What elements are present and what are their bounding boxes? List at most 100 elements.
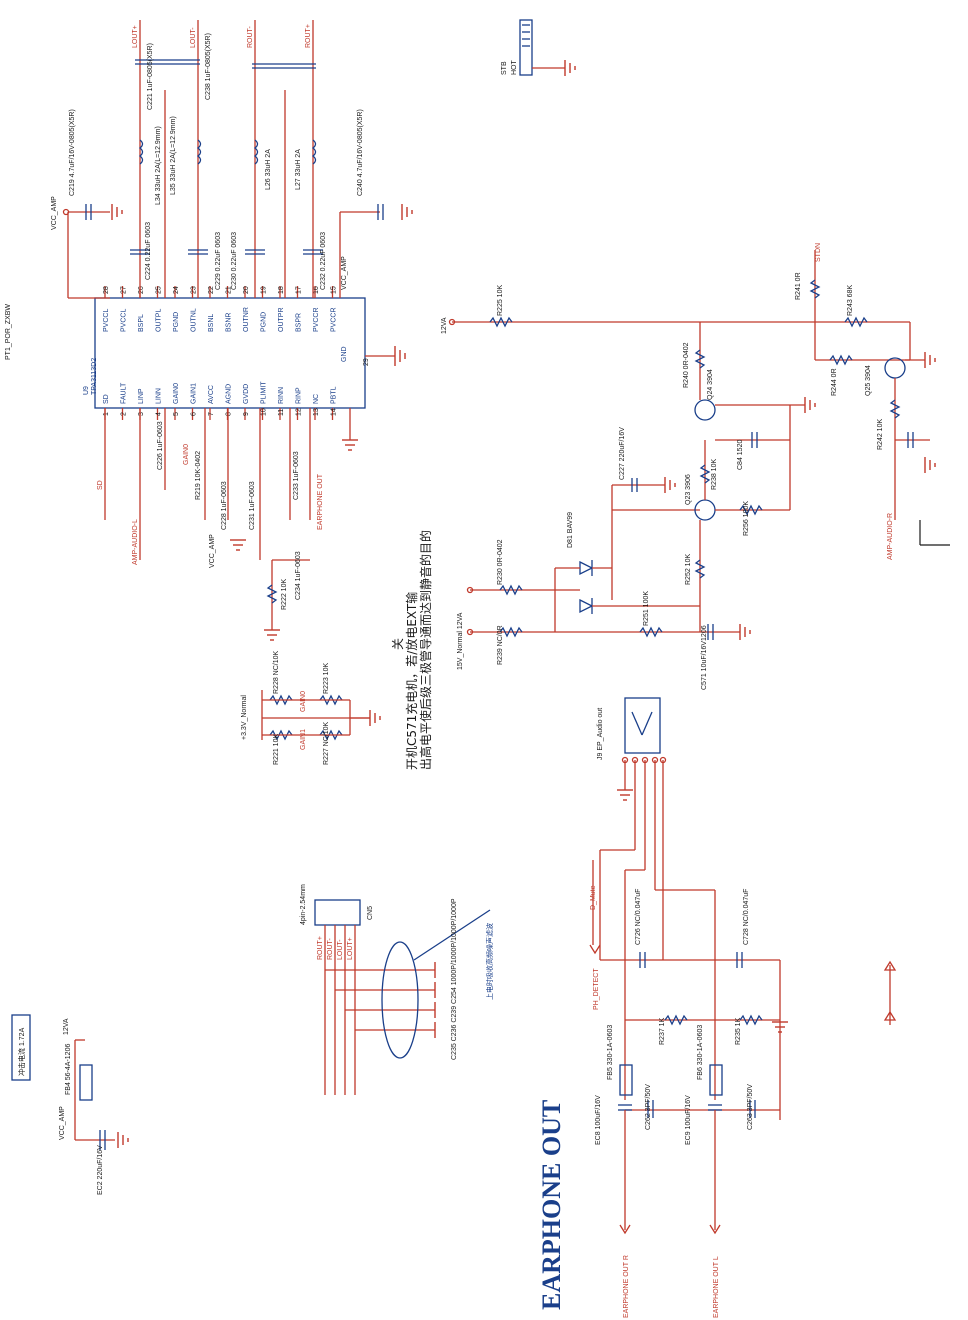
resistor-r240	[694, 349, 706, 369]
ic-gnd-pin: GND	[341, 346, 348, 362]
ic-ref: U9	[83, 386, 90, 395]
ground-icon	[117, 1132, 129, 1148]
ic-pin-name: OUTPR	[278, 308, 285, 333]
ground-icon	[342, 439, 358, 451]
c84-label: C84 1520	[737, 440, 744, 470]
cn5-ref: CN5	[367, 906, 374, 920]
vcc-amp-label: VCC_AMP	[51, 196, 58, 230]
input-coupling-network: SD AMP-AUDIO-L GAIN0 R219 10K-0402 VCC_A…	[97, 408, 358, 641]
fb5-label: FB5 330-1A-0603	[607, 1025, 614, 1080]
output-filter-network: LOUT+ LOUT- ROUT- ROUT+ C221 1uF-0805(X5…	[130, 20, 327, 298]
amp-audio-r-net: AMP-AUDIO-R	[887, 432, 950, 560]
c228-label: C228 1uF-0603	[221, 481, 228, 530]
c234-label: C234 1uF-0603	[295, 551, 302, 600]
stb-label: STB	[501, 61, 508, 75]
c230-label: C230 0.22uF 0603	[231, 232, 238, 290]
vcc12-box-label: 12VA	[63, 1018, 70, 1035]
r228-label: R228 NC/10K	[273, 650, 280, 694]
resistor-r230	[499, 584, 523, 596]
inductor-l35	[196, 139, 202, 165]
earphone-output-filters: C726 NC/0.047uF C728 NC/0.047uF R237 1K …	[589, 860, 897, 1318]
vcc-amp-top-net: VCC_AMP C219 4.7uF/16V-0805(X5R)	[51, 109, 123, 299]
ic-pin-name: BSPL	[138, 314, 145, 332]
r240-label: R240 0R-0402	[683, 342, 690, 388]
ep-outr-net: EARPHONE OUT R	[623, 1255, 630, 1318]
ic-pin-num: 4	[156, 412, 163, 416]
ic-pin-num: 26	[138, 286, 145, 294]
ic-pin-name: NC	[313, 394, 320, 404]
ic-pin-name: FAULT	[121, 382, 128, 404]
ic-pin-num: 14	[331, 408, 338, 416]
ic-left-pins: 1SD2FAULT3LINP4LINN5GAIN06GAIN17AVCC8AGN…	[103, 381, 338, 420]
resistor-r242	[889, 399, 901, 419]
ic-pin-name: LINP	[138, 388, 145, 404]
ic-pin-name: PGND	[173, 312, 180, 332]
ec9-label: EC9 100uF/16V	[685, 1095, 692, 1145]
r252-label: R252 10K	[685, 554, 692, 585]
r221-label: R221 10K	[273, 734, 280, 765]
c219-label: C219 4.7uF/16V-0805(X5R)	[69, 109, 76, 196]
ic-body	[94, 297, 366, 409]
note-line-1: 关	[391, 638, 405, 650]
gain0-pin-net: GAIN0	[183, 444, 190, 465]
ic-pin-name: BSNL	[208, 314, 215, 332]
ic-pin-name: GAIN1	[191, 383, 198, 404]
c224-label: C224 0.22uF 0603	[145, 222, 152, 280]
ic-pin-num: 19	[261, 286, 268, 294]
ic-pin-num: 8	[226, 412, 233, 416]
ic-pin-name: RINN	[278, 387, 285, 404]
ic-pin-name: PVCCL	[121, 309, 128, 332]
resistor-r227	[319, 729, 343, 741]
ic-pin-num: 18	[278, 286, 285, 294]
resistor-r239b	[499, 626, 523, 638]
ic-pin-name: RINP	[296, 387, 303, 404]
ground-icon	[564, 60, 576, 76]
ic-pin-name: GVDD	[243, 384, 250, 404]
fb6-label: FB6 330-1A-0603	[697, 1025, 704, 1080]
normal-12v-label: 15V_Normal 12VA	[457, 612, 464, 670]
ic-pin-num: 16	[313, 286, 320, 294]
ic-right-pins: 28PVCCL27PVCCL26BSPL25OUTPL24PGND23OUTNL…	[103, 286, 338, 332]
ic-pin-num: 6	[191, 412, 198, 416]
ic-pin-num: 23	[191, 286, 198, 294]
net-rout-p: ROUT+	[305, 24, 312, 48]
r227-label: R227 NC/10K	[323, 721, 330, 765]
inductor-l26	[253, 139, 259, 165]
r223-label: R223 10K	[323, 663, 330, 694]
ground-icon	[401, 204, 413, 220]
note-line-2: 开机C571充电机，若/放电EXT输	[404, 592, 419, 770]
l26-label: L26 33uH 2A	[265, 149, 272, 190]
cn5-lout-n: LOUT-	[337, 939, 344, 960]
r256-label: R256 100K	[743, 501, 750, 536]
c221-label: C221 1uF-0805(X5R)	[147, 43, 154, 110]
note-line-3: 出高电平使后级三极管导通而达到静音的目的	[418, 530, 433, 770]
ground-icon	[883, 960, 897, 971]
resistor-r244	[829, 354, 853, 366]
resistor-r225	[489, 316, 513, 328]
ic-pin-num: 1	[103, 412, 110, 416]
ic-pin-num: 9	[243, 412, 250, 416]
r225-label: R225 10K	[497, 285, 504, 316]
ic-gnd-num: 29	[363, 358, 370, 366]
ground-icon	[111, 204, 123, 220]
resistor-r235	[739, 1014, 763, 1026]
net-arrow-icon	[619, 1224, 631, 1235]
vcc-amp-right-label: VCC_AMP	[341, 256, 348, 290]
vcc-amp-right-net: VCC_AMP C240 4.7uF/16V-0805(X5R)	[339, 109, 413, 298]
ec8-label: EC8 100uF/16V	[595, 1095, 602, 1145]
